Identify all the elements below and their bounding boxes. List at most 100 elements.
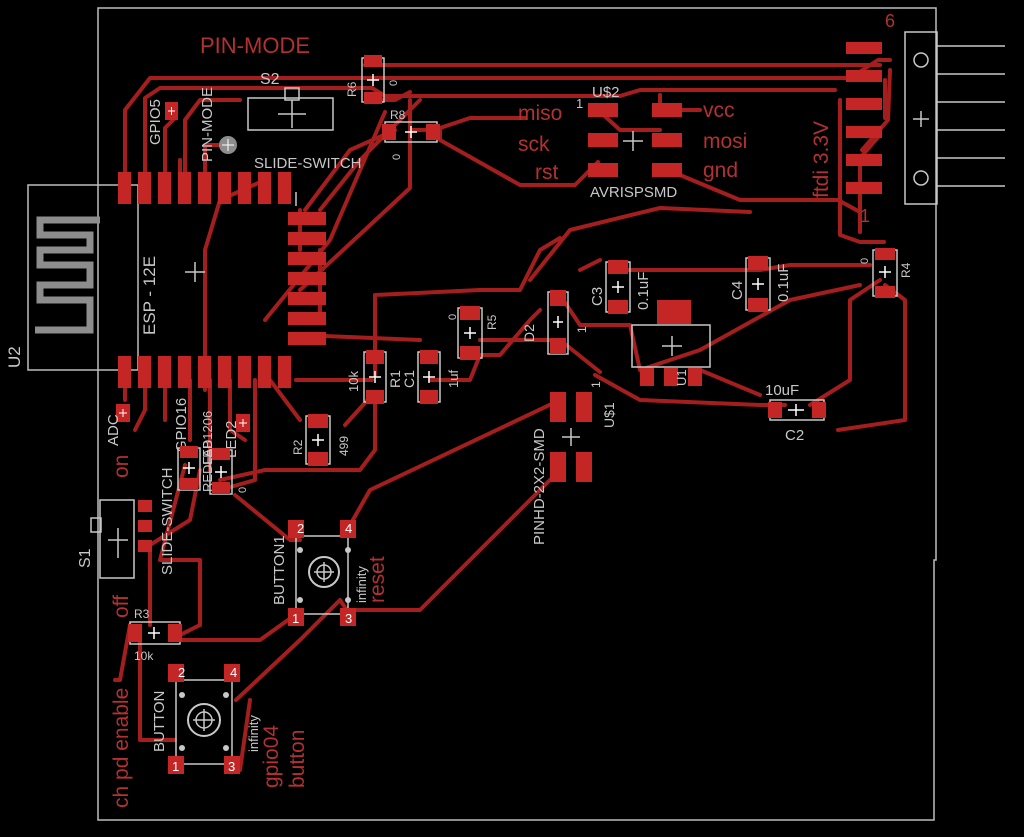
button1-pin1: 1 <box>292 611 299 626</box>
c1-label: C1 <box>401 370 417 388</box>
s1-slide-switch[interactable] <box>90 499 152 579</box>
r2-value: 499 <box>337 436 351 456</box>
c1-capacitor[interactable] <box>417 350 441 404</box>
button-pin4: 4 <box>230 665 237 680</box>
u2-label: U2 <box>5 346 24 368</box>
led-redfab[interactable] <box>177 446 201 491</box>
button-pin1: 1 <box>172 759 179 774</box>
d2-diode[interactable] <box>547 290 569 355</box>
slide-switch-label: SLIDE-SWITCH <box>159 467 176 575</box>
button-infinity: infinity <box>246 715 261 752</box>
c4-label: C4 <box>729 281 746 300</box>
us1-pin1: 1 <box>589 381 603 388</box>
r8-value: 0 <box>391 154 403 160</box>
slide-switch-top-label: SLIDE-SWITCH <box>254 155 362 172</box>
button1-reset[interactable] <box>288 520 356 626</box>
off-label: off <box>110 595 133 618</box>
d2-label: D2 <box>521 324 537 342</box>
r1-resistor[interactable] <box>363 350 387 404</box>
gpio5-label: GPIO5 <box>147 99 164 145</box>
board-outline <box>97 7 937 821</box>
c2-value: 10uF <box>765 382 799 399</box>
pinhd-label: PINHD-2X2-SMD <box>531 428 548 545</box>
sck-label: sck <box>518 133 550 156</box>
miso-label: miso <box>518 102 562 125</box>
r6-label: R6 <box>345 81 359 97</box>
button-pin3: 3 <box>228 759 235 774</box>
reset-label: reset <box>366 556 389 603</box>
r3-label: R3 <box>134 607 150 621</box>
button1-pin2: 2 <box>297 521 304 536</box>
traces <box>113 58 907 772</box>
pin-mode-label: PIN-MODE <box>199 87 216 162</box>
ch-pd-label: ch pd enable <box>110 688 133 808</box>
c1-value: 1uf <box>446 370 461 388</box>
adc-testpoint[interactable] <box>116 404 130 422</box>
esp-label: ESP - 12E <box>140 256 159 335</box>
r8-label: R8 <box>390 108 406 122</box>
rst-label: rst <box>535 161 558 184</box>
esp12e-module[interactable] <box>27 172 326 388</box>
r1-label: R1 <box>387 370 403 388</box>
r2-label: R2 <box>291 439 305 455</box>
vcc-label: vcc <box>703 99 735 122</box>
redfab-label: REDFAB <box>200 440 215 492</box>
c3-capacitor[interactable] <box>605 260 631 314</box>
mosi-label: mosi <box>703 130 747 153</box>
avrisp-header[interactable] <box>588 103 682 177</box>
header-pin6-label: 6 <box>885 11 895 31</box>
adc-label: ADC <box>105 414 122 446</box>
on-label: on <box>110 455 133 478</box>
r4-label: R4 <box>899 262 913 278</box>
r8-resistor[interactable] <box>382 121 440 143</box>
gpio16-label: GPIO16 <box>173 398 190 452</box>
r4-resistor[interactable] <box>872 248 898 298</box>
header-pin1-label: 1 <box>860 206 870 226</box>
button1-label: BUTTON1 <box>271 535 288 605</box>
pin-mode-testpoint[interactable] <box>219 136 237 154</box>
c3-label: C3 <box>589 287 606 306</box>
button-label: BUTTON <box>151 691 168 752</box>
led2-value: 0 <box>237 487 249 493</box>
r5-label: R5 <box>485 314 499 330</box>
r5-value: 0 <box>447 314 459 320</box>
r3-resistor[interactable] <box>128 621 182 645</box>
gnd-label: gnd <box>703 159 738 182</box>
r2-resistor[interactable] <box>305 414 331 466</box>
led2-resistor[interactable] <box>209 448 233 495</box>
pinhd-header[interactable] <box>550 392 592 482</box>
u1-regulator[interactable] <box>631 300 711 386</box>
button-pin2: 2 <box>178 665 185 680</box>
r6-value: 0 <box>388 80 400 86</box>
button1-infinity: infinity <box>354 566 369 603</box>
pin1-label: 1 <box>576 96 583 111</box>
ftdi-header[interactable] <box>846 31 1005 205</box>
button-text-label: button <box>286 730 309 788</box>
s2-slide-switch[interactable] <box>247 87 334 131</box>
gpio5-testpoint[interactable] <box>165 102 178 120</box>
avrisp-label: AVRISPSMD <box>590 184 677 201</box>
s1-label: S1 <box>77 548 94 568</box>
c4-value: 0.1uF <box>775 264 792 302</box>
us1-label: U$1 <box>601 402 617 428</box>
r5-resistor[interactable] <box>457 306 483 360</box>
button1-pin4: 4 <box>345 521 352 536</box>
d2-pin1: 1 <box>575 326 589 333</box>
pin-mode-top-label: PIN-MODE <box>200 33 310 58</box>
c3-value: 0.1uF <box>635 272 652 310</box>
c2-capacitor[interactable] <box>768 399 826 421</box>
gpio04-label: gpio04 <box>260 725 283 788</box>
button-gpio04[interactable] <box>168 664 240 774</box>
r4-value: 0 <box>859 258 871 264</box>
r1-value: 10k <box>346 371 361 392</box>
c2-label: C2 <box>785 427 804 444</box>
led1206-label: LED1206 <box>200 411 215 465</box>
us2-label: U$2 <box>592 84 620 101</box>
gpio16-testpoint[interactable] <box>236 414 250 432</box>
r6-resistor[interactable] <box>361 55 385 104</box>
button1-pin3: 3 <box>345 611 352 626</box>
s2-label: S2 <box>260 71 280 88</box>
u1-label: U1 <box>674 369 689 386</box>
c4-capacitor[interactable] <box>745 256 771 312</box>
